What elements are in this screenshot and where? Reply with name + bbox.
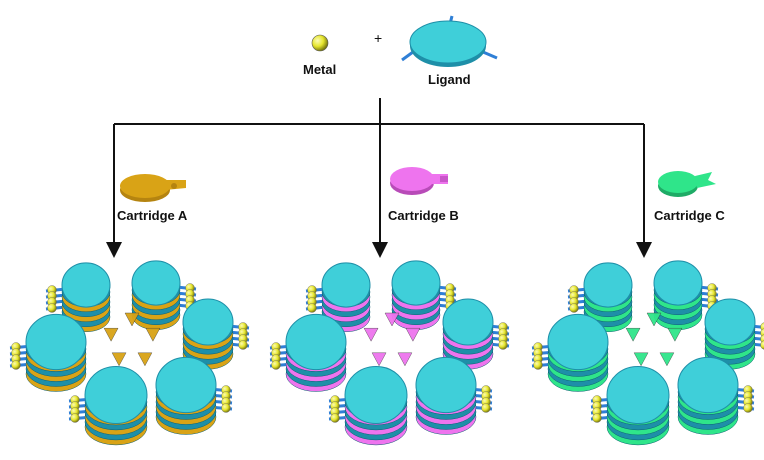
metal-sphere — [272, 361, 281, 370]
ligand-disc — [416, 357, 476, 412]
metal-sphere — [239, 341, 248, 350]
metal-sphere — [744, 404, 753, 413]
ligand-disc — [548, 314, 608, 369]
ligand-stack — [270, 314, 346, 391]
cartridge-wedge — [406, 328, 420, 341]
cartridge-c-label: Cartridge C — [654, 208, 725, 223]
cartridge-wedge — [364, 328, 378, 341]
cartridge-wedge — [660, 353, 674, 366]
metal-sphere — [482, 404, 491, 413]
metal-sphere — [534, 361, 543, 370]
cartridge-wedge — [372, 353, 386, 366]
assembly-cartridge-c — [532, 261, 764, 445]
connector-lines — [114, 98, 644, 250]
ligand-stack — [416, 357, 492, 434]
cartridge-wedge — [146, 328, 160, 341]
metal-sphere — [12, 361, 21, 370]
metal-sphere — [499, 341, 508, 350]
metal-sphere — [222, 404, 231, 413]
metal-sphere-icon — [312, 35, 328, 51]
ligand-label: Ligand — [428, 72, 471, 87]
cartridge-wedge — [626, 328, 640, 341]
ligand-disc — [443, 299, 493, 345]
cartridge-wedge — [668, 328, 682, 341]
ligand-disc — [286, 314, 346, 369]
cartridge-wedge — [112, 353, 126, 366]
metal-sphere — [593, 414, 602, 423]
metal-sphere — [308, 304, 317, 313]
metal-label: Metal — [303, 62, 336, 77]
cartridge-a-label: Cartridge A — [117, 208, 187, 223]
cartridge-a-icon — [120, 174, 186, 202]
ligand-disc — [85, 366, 147, 423]
ligand-stack — [678, 357, 754, 434]
plus-sign: + — [374, 30, 382, 46]
ligand-stack — [156, 357, 232, 434]
cartridge-c-icon — [658, 171, 716, 197]
ligand-disc — [132, 261, 180, 305]
ligand-stack — [532, 314, 608, 391]
metal-sphere — [71, 414, 80, 423]
metal-sphere — [331, 414, 340, 423]
cartridge-wedge — [104, 328, 118, 341]
ligand-disc — [183, 299, 233, 345]
ligand-disc — [607, 366, 669, 423]
ligand-disc — [345, 366, 407, 423]
cartridge-wedge — [138, 353, 152, 366]
ligand-disc — [322, 263, 370, 307]
cartridge-b-icon — [390, 167, 448, 195]
metal-sphere — [48, 304, 57, 313]
cartridge-wedge — [398, 353, 412, 366]
metal-sphere — [570, 304, 579, 313]
ligand-disc — [392, 261, 440, 305]
cartridge-wedge — [634, 353, 648, 366]
metal-sphere — [761, 341, 764, 350]
ligand-disc — [584, 263, 632, 307]
ligand-disc — [26, 314, 86, 369]
ligand-disc — [705, 299, 755, 345]
ligand-disc-icon — [402, 16, 497, 67]
cartridge-b-label: Cartridge B — [388, 208, 459, 223]
ligand-disc — [678, 357, 738, 412]
assembly-cartridge-b — [270, 261, 509, 445]
ligand-disc — [156, 357, 216, 412]
ligand-disc — [654, 261, 702, 305]
ligand-disc — [62, 263, 110, 307]
ligand-stack — [10, 314, 86, 391]
assembly-cartridge-a — [10, 261, 249, 445]
